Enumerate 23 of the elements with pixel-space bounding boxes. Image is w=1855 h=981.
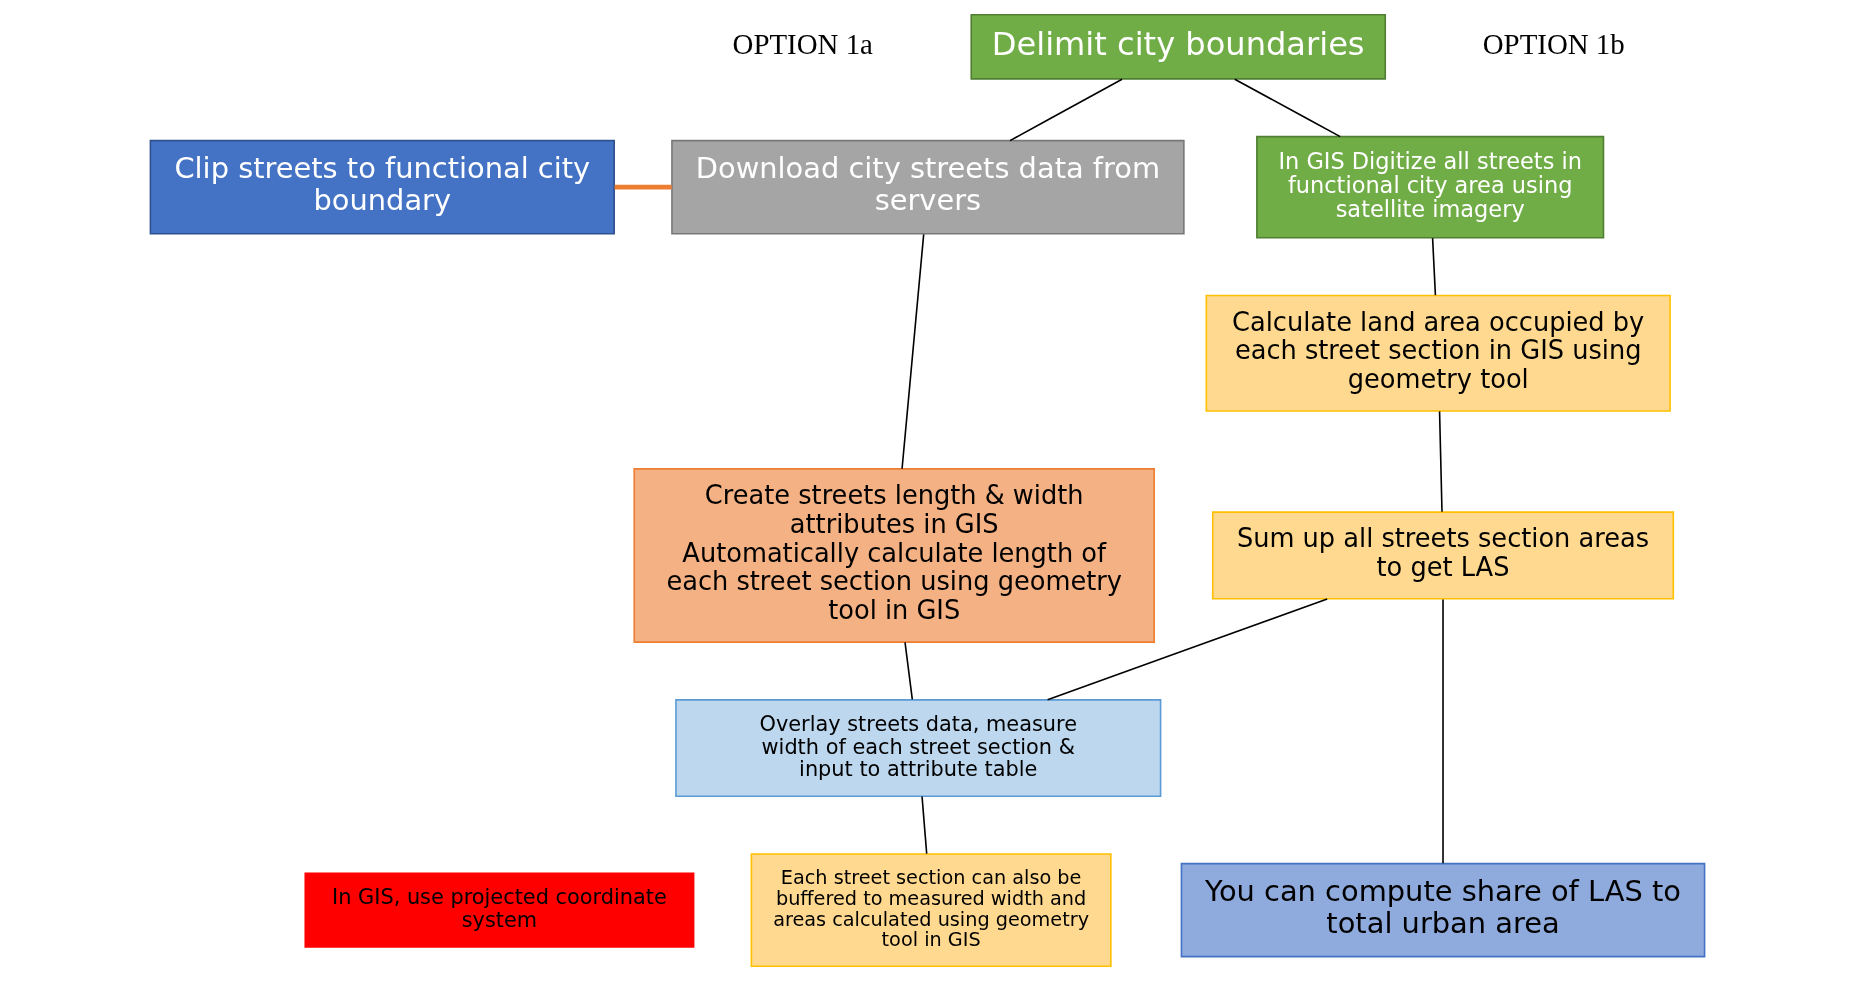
node-box: Create streets length & width attributes in GIS Automatically calculate length of each street section using geometry tool in GIS <box>633 468 1155 643</box>
connector <box>921 795 928 855</box>
node-box: You can compute share of LAS to total urban area <box>1180 862 1706 958</box>
label: OPTION 1a <box>732 27 873 60</box>
connector <box>1046 598 1328 701</box>
connector <box>1009 78 1123 142</box>
label: OPTION 1b <box>1482 27 1625 60</box>
node-box: Clip streets to functional city boundary <box>149 139 615 235</box>
connector <box>904 641 914 701</box>
node-box: In GIS Digitize all streets in functional city area using satellite imagery <box>1256 135 1605 239</box>
node-box: In GIS, use projected coordinate system <box>304 872 695 948</box>
node-box: Calculate land area occupied by each street section in GIS using geometry tool <box>1205 294 1671 412</box>
connector <box>614 184 672 190</box>
node-box: Delimit city boundaries <box>970 13 1387 80</box>
connector <box>1233 78 1341 138</box>
node-box: Sum up all streets section areas to get LAS <box>1211 511 1675 600</box>
node-box: Overlay streets data, measure width of each street section & input to attribute table <box>675 699 1162 797</box>
connector <box>1438 410 1443 513</box>
connector <box>901 233 925 470</box>
connector <box>1431 237 1437 296</box>
connector <box>1442 598 1444 864</box>
node-box: Each street section can also be buffered to measured width and areas calculated using geometry tool in GIS <box>750 853 1112 968</box>
node-box: Download city streets data from servers <box>671 139 1185 235</box>
